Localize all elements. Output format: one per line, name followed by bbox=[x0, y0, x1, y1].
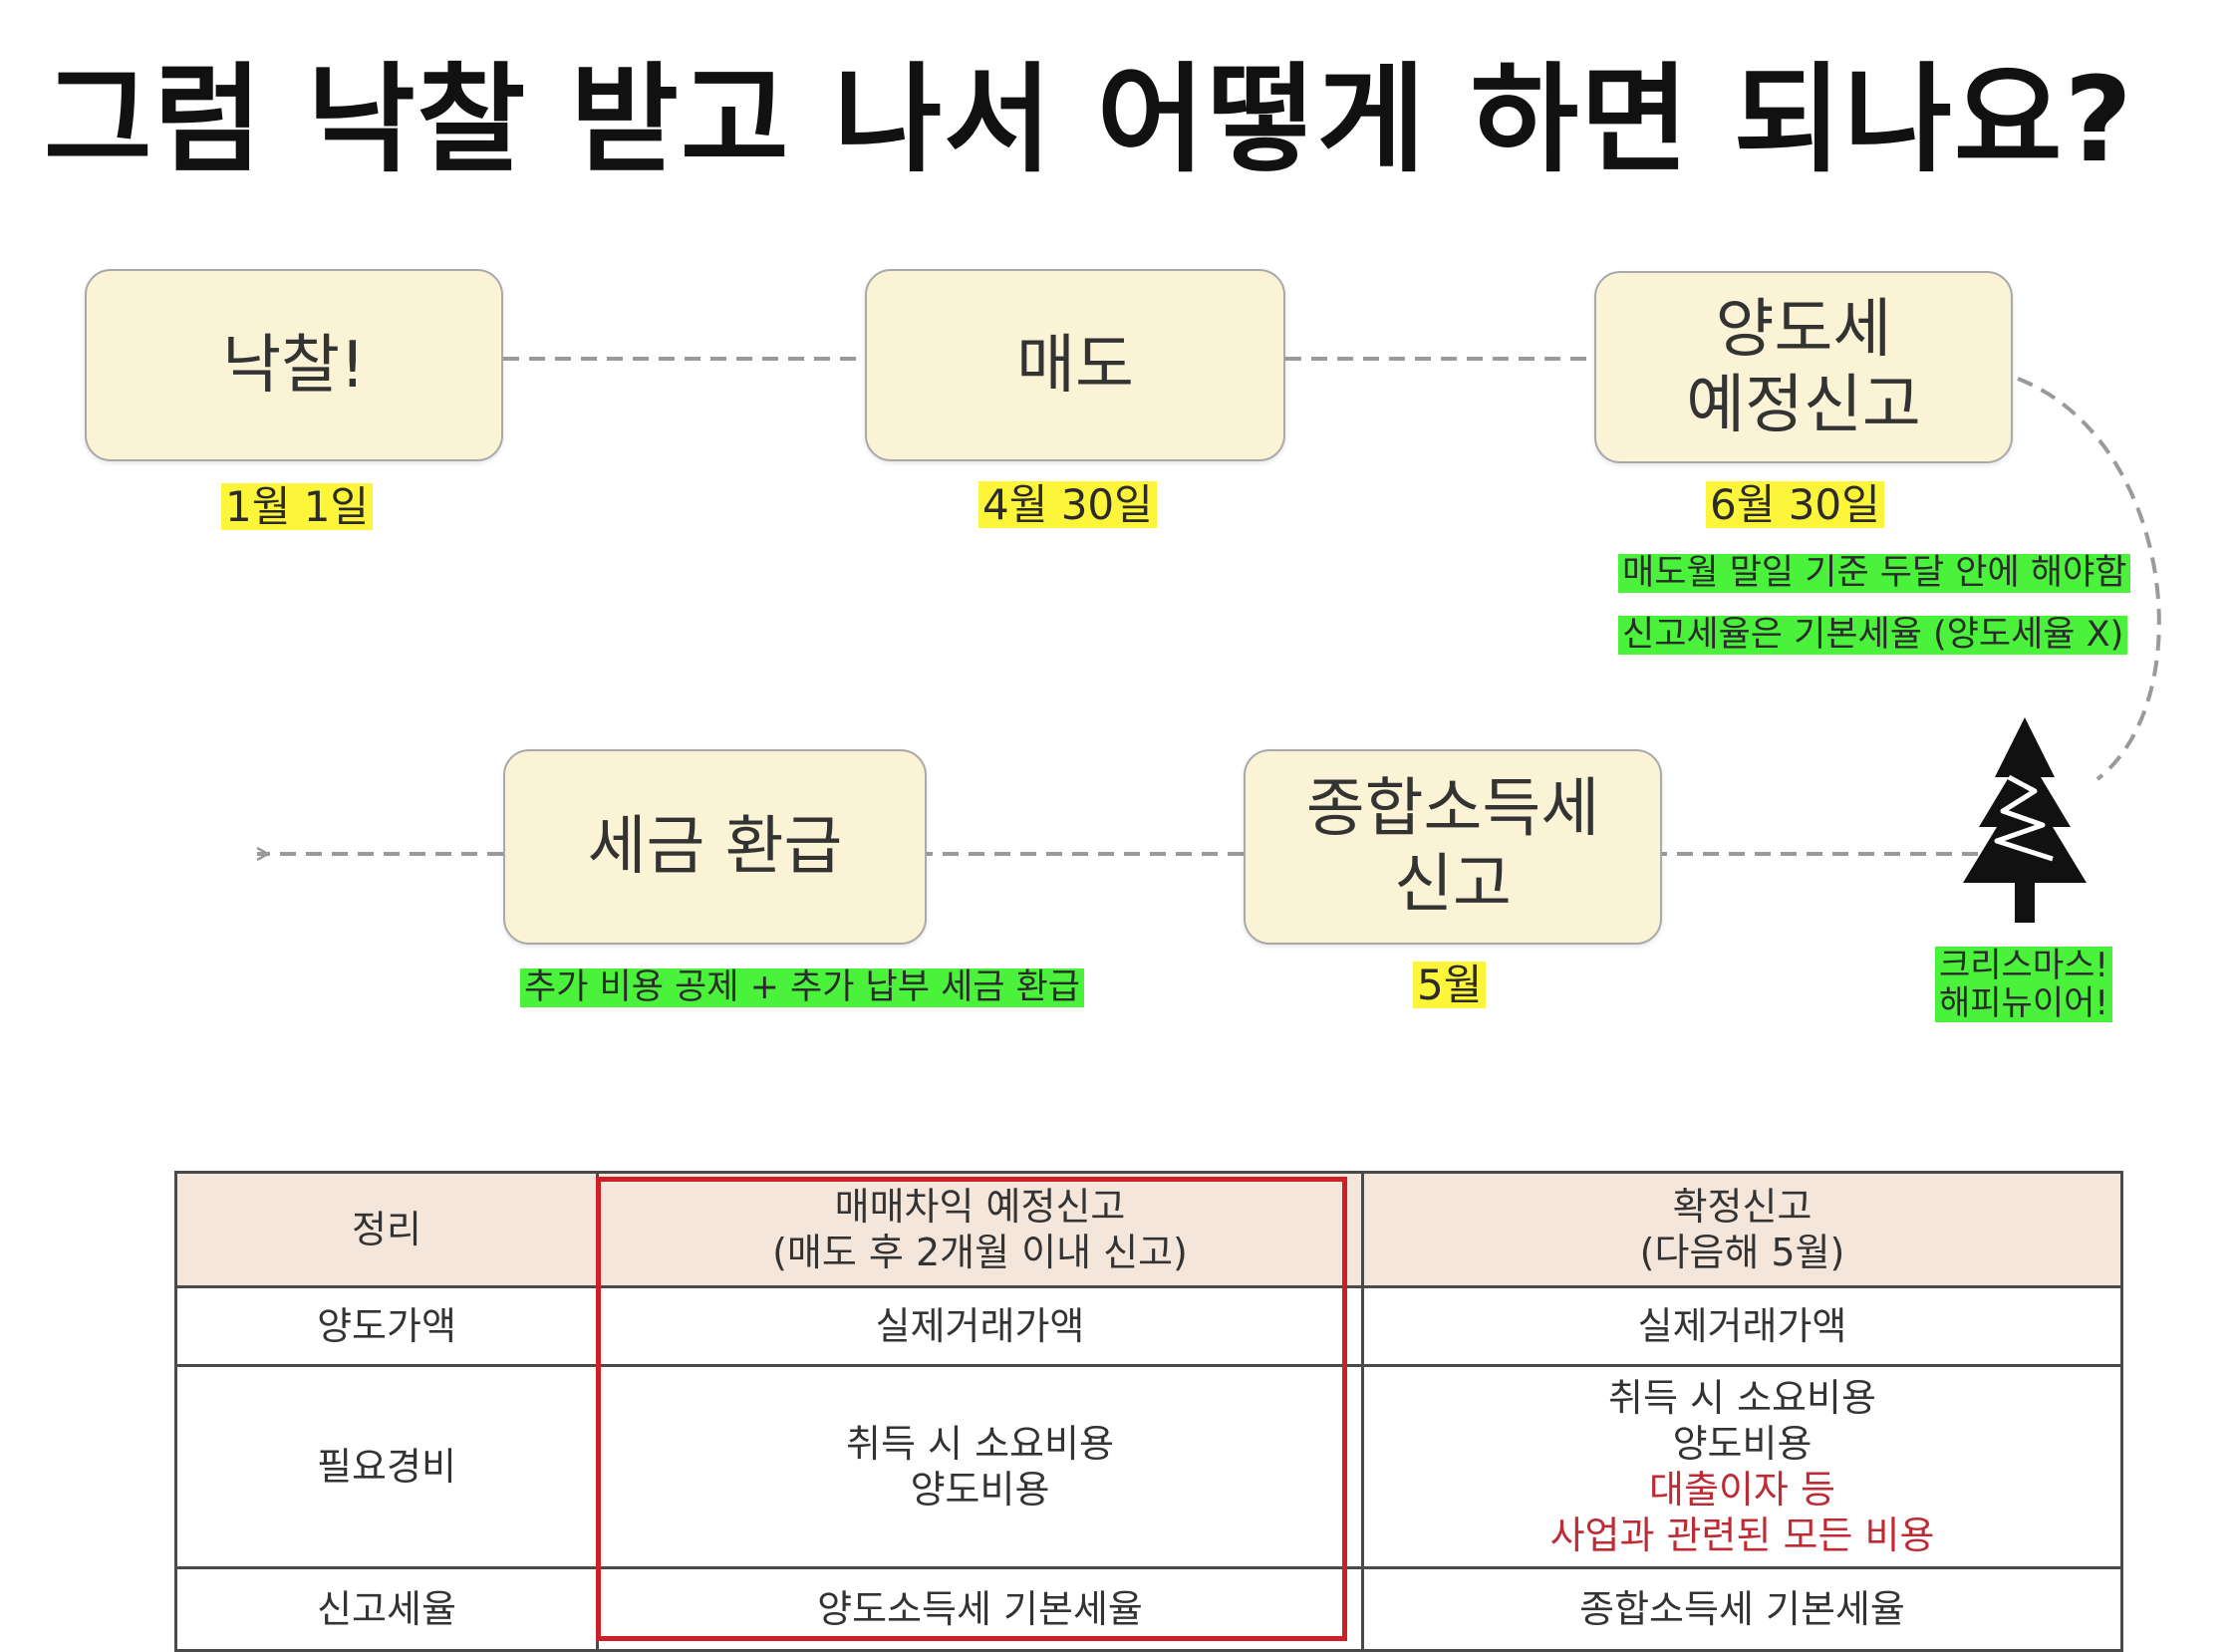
cell-line: 양도비용 bbox=[1672, 1422, 1813, 1466]
header-summary: 정리 bbox=[174, 1171, 599, 1288]
transfer-tax-note-deadline: 매도월 말일 기준 두달 안에 해야함 bbox=[1618, 553, 2131, 594]
cell-line: 실제거래가액 bbox=[1637, 1304, 1847, 1348]
row-label: 신고세율 bbox=[174, 1566, 599, 1652]
final-cell: 실제거래가액 bbox=[1361, 1285, 2123, 1367]
step-bid-date: 1월 1일 bbox=[221, 483, 374, 530]
step-income-tax-date: 5월 bbox=[1413, 962, 1487, 1008]
cell-line: 양도비용 bbox=[910, 1468, 1050, 1512]
step-transfer-tax-box: 양도세 예정신고 bbox=[1594, 271, 2013, 463]
christmas-note: 크리스마스! 해피뉴이어! bbox=[1935, 947, 2113, 1022]
table-header-row: 정리 매매차익 예정신고 (매도 후 2개월 이내 신고) 확정신고 (다음해 … bbox=[174, 1171, 2123, 1288]
cell-line: 종합소득세 기본세율 bbox=[1579, 1587, 1905, 1631]
step-sale-box: 매도 bbox=[865, 269, 1285, 461]
preliminary-cell: 실제거래가액 bbox=[596, 1285, 1364, 1367]
cell-line: 실제거래가액 bbox=[875, 1304, 1085, 1348]
final-cell: 취득 시 소요비용 양도비용 대출이자 등 사업과 관련된 모든 비용 bbox=[1361, 1364, 2123, 1569]
row-label: 양도가액 bbox=[174, 1285, 599, 1367]
step-income-tax-box: 종합소득세 신고 bbox=[1244, 749, 1662, 945]
table-row: 필요경비 취득 시 소요비용 양도비용 취득 시 소요비용 양도비용 대출이자 … bbox=[174, 1364, 2123, 1569]
table-row: 양도가액 실제거래가액 실제거래가액 bbox=[174, 1285, 2123, 1367]
summary-table-container: 정리 매매차익 예정신고 (매도 후 2개월 이내 신고) 확정신고 (다음해 … bbox=[174, 1171, 2123, 1652]
cell-line: 취득 시 소요비용 bbox=[846, 1422, 1114, 1466]
step-refund-box: 세금 환급 bbox=[503, 749, 927, 945]
step-bid-box: 낙찰! bbox=[85, 269, 503, 461]
header-final: 확정신고 (다음해 5월) bbox=[1361, 1171, 2123, 1288]
cell-line-emphasis: 대출이자 등 bbox=[1649, 1468, 1835, 1512]
cell-line: 양도소득세 기본세율 bbox=[817, 1587, 1143, 1631]
cell-line: 취득 시 소요비용 bbox=[1608, 1376, 1876, 1420]
cell-line-emphasis: 사업과 관련된 모든 비용 bbox=[1549, 1514, 1935, 1557]
step-transfer-tax-date: 6월 30일 bbox=[1706, 481, 1884, 528]
summary-table: 정리 매매차익 예정신고 (매도 후 2개월 이내 신고) 확정신고 (다음해 … bbox=[174, 1171, 2123, 1652]
preliminary-cell: 취득 시 소요비용 양도비용 bbox=[596, 1364, 1364, 1569]
preliminary-column-highlight bbox=[596, 1177, 1347, 1641]
connector-3-curve bbox=[2017, 377, 2161, 781]
row-label: 필요경비 bbox=[174, 1364, 599, 1569]
page-title: 그럼 낙찰 받고 나서 어떻게 하면 되나요? bbox=[44, 51, 2134, 188]
step-sale-date: 4월 30일 bbox=[978, 481, 1157, 528]
transfer-tax-note-rate: 신고세율은 기본세율 (양도세율 X) bbox=[1618, 615, 2128, 656]
refund-note: 추가 비용 공제 + 추가 납부 세금 환급 bbox=[520, 967, 1085, 1008]
final-cell: 종합소득세 기본세율 bbox=[1361, 1566, 2123, 1652]
christmas-tree-icon bbox=[1963, 717, 2087, 923]
header-preliminary: 매매차익 예정신고 (매도 후 2개월 이내 신고) bbox=[596, 1171, 1364, 1288]
